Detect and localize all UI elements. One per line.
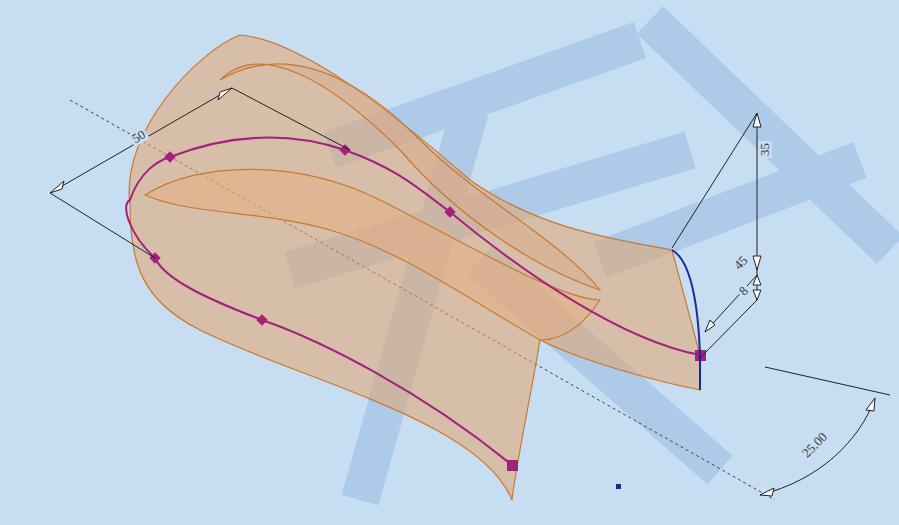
trajectory-points xyxy=(149,144,706,471)
dimension-value: 45 xyxy=(730,252,752,274)
dimension-value: 25.00 xyxy=(798,428,831,461)
dimension-lines xyxy=(50,88,890,496)
dimension-value: 35 xyxy=(758,141,772,158)
dimension-value: 8 xyxy=(735,283,752,300)
sweep-trajectory xyxy=(126,138,700,465)
swept-surface xyxy=(129,35,700,500)
section-curve xyxy=(672,250,700,390)
origin-mark xyxy=(616,484,621,489)
